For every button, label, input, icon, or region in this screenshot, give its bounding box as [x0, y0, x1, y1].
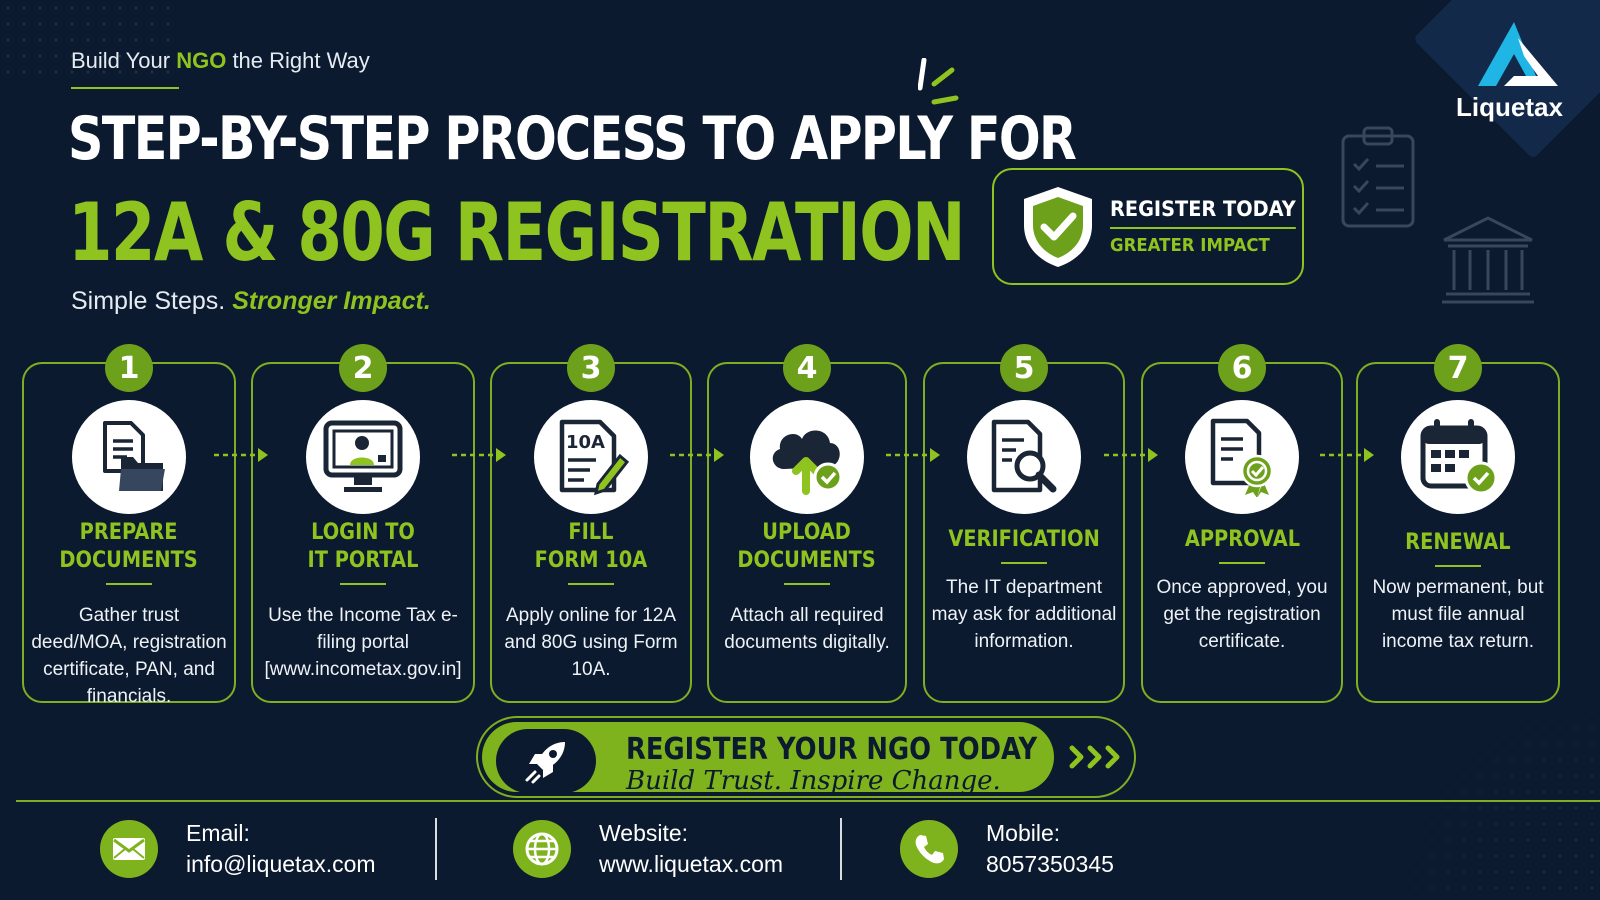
step-icon-circle: 10A — [534, 400, 648, 514]
step-card-2: 2 LOGIN TO IT PORTAL Use the Income Tax … — [251, 344, 475, 703]
step-number-badge: 3 — [567, 344, 615, 392]
page-title-line2: 12A & 80G REGISTRATION — [68, 186, 966, 279]
step-divider — [106, 583, 152, 585]
document-search-icon — [991, 419, 1057, 493]
step-number-badge: 6 — [1218, 344, 1266, 392]
step-card-7: 7 RENEWAL Now permanent, but must file a… — [1356, 344, 1560, 703]
step-card-5: 5 VERIFICATION The IT department may ask… — [923, 344, 1125, 703]
badge-line1: REGISTER TODAY — [1110, 197, 1296, 221]
badge-line2: GREATER IMPACT — [1110, 227, 1296, 256]
email-icon — [100, 820, 158, 878]
step-card-3: 3 10A FILL FORM 10A Apply online for 12A… — [490, 344, 692, 703]
form-10a-label: 10A — [566, 432, 605, 453]
step-icon-circle — [967, 400, 1081, 514]
step-divider — [1219, 562, 1265, 564]
page-title-line1: STEP-BY-STEP PROCESS TO APPLY FOR — [68, 104, 1077, 174]
phone-icon — [900, 820, 958, 878]
step-arrow-icon — [1320, 448, 1374, 462]
step-description: Apply online for 12A and 80G using Form … — [504, 605, 678, 680]
monitor-user-icon — [323, 420, 403, 492]
shield-check-icon — [1024, 186, 1092, 267]
globe-icon — [513, 820, 571, 878]
logo-name: Liquetax — [1456, 92, 1563, 122]
step-description: Use the Income Tax e-filing portal [www.… — [264, 605, 462, 680]
step-number-badge: 2 — [339, 344, 387, 392]
step-number-badge: 4 — [783, 344, 831, 392]
step-divider — [784, 583, 830, 585]
website-label: Website: — [599, 820, 689, 846]
contact-website[interactable]: Website: www.liquetax.com — [513, 818, 783, 880]
step-description: The IT department may ask for additional… — [931, 577, 1117, 652]
email-label: Email: — [186, 820, 250, 846]
step-description: Now permanent, but must file annual inco… — [1372, 577, 1544, 652]
step-icon-circle — [1185, 400, 1299, 514]
footer-separator — [435, 818, 437, 880]
contact-mobile[interactable]: Mobile: 8057350345 — [900, 818, 1114, 880]
step-arrow-icon — [670, 448, 724, 462]
cloud-upload-icon — [772, 430, 843, 495]
bank-building-icon — [1442, 216, 1534, 304]
footer-separator — [840, 818, 842, 880]
website-value[interactable]: www.liquetax.com — [599, 851, 784, 877]
step-arrow-icon — [886, 448, 940, 462]
step-title: UPLOAD DOCUMENTS — [737, 520, 877, 573]
step-arrow-icon — [452, 448, 506, 462]
step-arrow-icon — [1104, 448, 1158, 462]
step-card-6: 6 APPROVAL Once approved, you get the re… — [1141, 344, 1343, 703]
certificate-icon — [1210, 418, 1274, 497]
step-number-badge: 7 — [1434, 344, 1482, 392]
tagline: Build Your NGO the Right Way — [71, 48, 370, 73]
contact-email[interactable]: Email: info@liquetax.com — [100, 818, 376, 880]
step-number-badge: 5 — [1000, 344, 1048, 392]
mobile-value[interactable]: 8057350345 — [986, 851, 1114, 877]
step-title: VERIFICATION — [948, 527, 1100, 552]
email-value[interactable]: info@liquetax.com — [186, 851, 376, 877]
logo-mark-icon — [1478, 22, 1558, 86]
form-10a-icon: 10A — [559, 419, 630, 496]
step-arrow-icon — [214, 448, 268, 462]
footer-divider — [16, 800, 1600, 802]
step-title: PREPARE DOCUMENTS — [59, 520, 199, 573]
step-divider — [340, 583, 386, 585]
step-divider — [568, 583, 614, 585]
page-subtitle: Simple Steps. Stronger Impact. — [71, 287, 431, 315]
step-icon-circle — [1401, 400, 1515, 514]
sparkle-icon — [918, 58, 959, 105]
step-title: APPROVAL — [1184, 527, 1300, 552]
tagline-underline — [71, 87, 179, 89]
mobile-label: Mobile: — [986, 820, 1061, 846]
calendar-check-icon — [1420, 419, 1498, 495]
rocket-icon — [525, 742, 565, 784]
register-cta-button[interactable]: REGISTER YOUR NGO TODAY Build Trust. Ins… — [476, 716, 1136, 798]
cta-rocket-holder — [496, 729, 596, 793]
step-description: Attach all required documents digitally. — [724, 605, 890, 653]
step-number-badge: 1 — [105, 344, 153, 392]
register-today-badge: REGISTER TODAY GREATER IMPACT — [992, 168, 1304, 285]
step-title: RENEWAL — [1405, 530, 1511, 555]
background-dot-pattern-top — [0, 0, 180, 80]
cta-headline: REGISTER YOUR NGO TODAY — [626, 732, 1038, 767]
cta-fill: REGISTER YOUR NGO TODAY Build Trust. Ins… — [482, 722, 1054, 796]
cta-tagline: Build Trust. Inspire Change. — [626, 766, 1001, 796]
step-divider — [1435, 565, 1481, 567]
step-card-1: 1 PREPARE DOCUMENTS Gather trust deed/MO… — [22, 344, 236, 707]
step-title: FILL FORM 10A — [534, 520, 648, 573]
step-description: Once approved, you get the registration … — [1156, 577, 1328, 652]
clipboard-checklist-icon — [1341, 126, 1415, 228]
step-title: LOGIN TO IT PORTAL — [307, 520, 419, 573]
step-description: Gather trust deed/MOA, registration cert… — [31, 605, 227, 707]
chevrons-right-icon — [1069, 745, 1120, 769]
liquetax-logo: Liquetax — [1412, 0, 1600, 210]
step-icon-circle — [750, 400, 864, 514]
step-divider — [1001, 562, 1047, 564]
step-icon-circle — [72, 400, 186, 514]
step-icon-circle — [306, 400, 420, 514]
step-card-4: 4 UPLOAD DOCUMENTS Attach all required d… — [707, 344, 907, 703]
documents-folder-icon — [103, 421, 165, 491]
